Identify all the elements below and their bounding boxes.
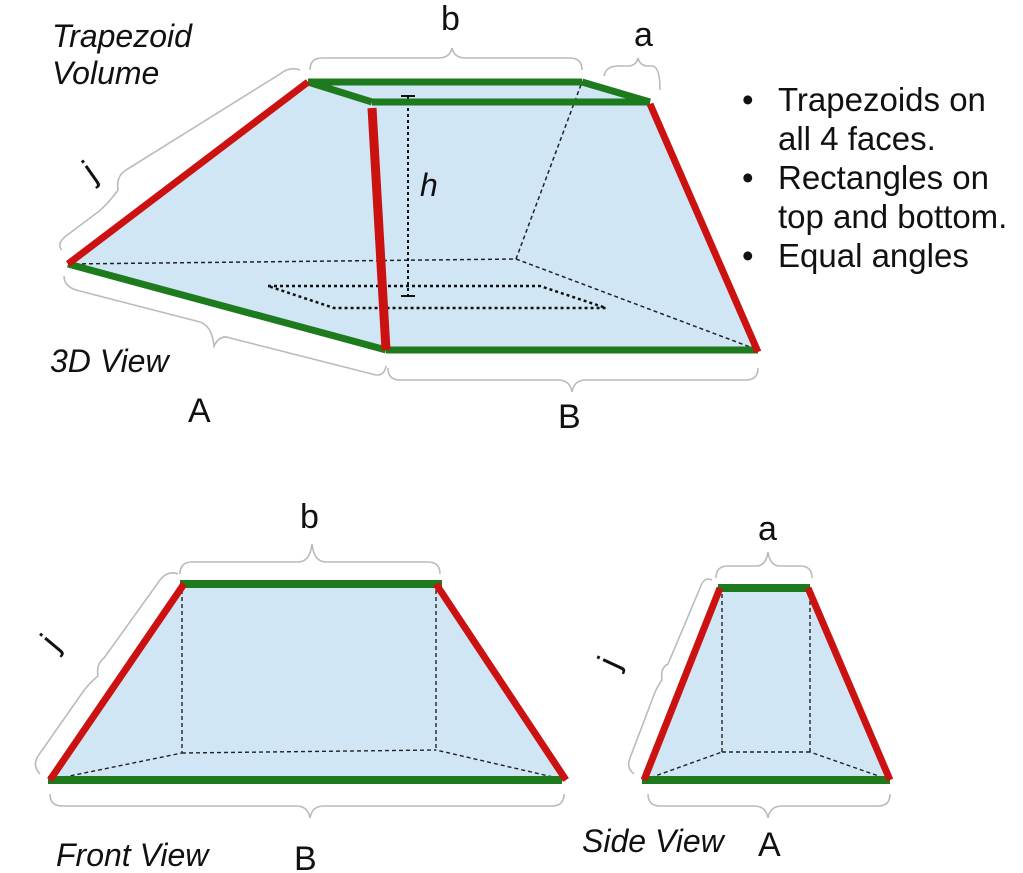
title-3d-line1: Trapezoid (52, 18, 193, 54)
bracket-b (309, 47, 583, 71)
3d-face-fill (68, 82, 758, 350)
label-a-3d: a (634, 16, 653, 54)
front-brackets (34, 543, 565, 819)
property-bullets: Trapezoids on all 4 faces. Rectangles on… (742, 80, 1007, 275)
label-a-side: a (758, 510, 777, 548)
bracket-front-j (34, 572, 179, 775)
bracket-front-B (49, 793, 565, 819)
label-j-3d: j (75, 154, 104, 190)
label-b-front: b (300, 498, 319, 536)
side-left-edge (640, 586, 724, 782)
front-right-edge (433, 582, 569, 782)
label-side-view: Side View (582, 823, 726, 859)
bracket-j (58, 67, 301, 251)
label-B-3d: B (558, 398, 581, 436)
bullet-line: Trapezoids on (778, 81, 986, 118)
front-face-fill (50, 584, 566, 780)
label-3d-view: 3D View (50, 343, 170, 379)
label-j-front: j (33, 627, 68, 658)
title-3d-line2: Volume (52, 55, 159, 91)
label-front-view: Front View (56, 837, 210, 873)
front-left-edge (47, 582, 187, 782)
label-A-side: A (758, 826, 781, 864)
view-3d: Trapezoid Volume b a j h 3D View A B (50, 0, 762, 436)
3d-hidden-edge (515, 81, 583, 260)
3d-projected-top (267, 284, 607, 310)
3d-hidden-edge (515, 258, 759, 351)
side-brackets (627, 551, 891, 819)
bracket-side-a (715, 551, 813, 579)
label-j-side: j (590, 651, 628, 675)
bracket-side-j (627, 578, 713, 775)
side-view: a j Side View A (582, 510, 894, 864)
bullet-item: Trapezoids on all 4 faces. (742, 80, 1007, 158)
bracket-B (387, 367, 759, 393)
front-view: b j Front View B (33, 498, 569, 873)
bullet-line: Equal angles (778, 237, 969, 274)
3d-lateral-edge-back-left (65, 79, 311, 267)
3d-bottom-left-edge (67, 260, 387, 354)
bracket-A (63, 275, 387, 376)
side-hidden-edges (643, 594, 891, 781)
label-B-front: B (294, 840, 317, 873)
bullet-line: Rectangles on (778, 159, 989, 196)
bullet-line: all 4 faces. (778, 120, 936, 157)
side-right-edge (804, 586, 894, 782)
bracket-side-A (647, 793, 891, 819)
3d-brackets (58, 47, 759, 393)
bracket-a (603, 57, 661, 91)
3d-top-left-edge (306, 78, 374, 106)
label-h: h (420, 167, 438, 203)
3d-lateral-edge-front-left (367, 107, 391, 351)
3d-hidden-edge (67, 258, 517, 265)
label-A-3d: A (188, 392, 211, 430)
bullet-line: top and bottom. (778, 198, 1008, 235)
bullet-item: Equal angles (742, 236, 1007, 275)
bullet-item: Rectangles on top and bottom. (742, 158, 1007, 236)
bracket-front-b (179, 543, 441, 575)
3d-lateral-edge-front-right (646, 102, 762, 354)
front-hidden-edges (49, 590, 567, 781)
label-b-3d: b (441, 0, 460, 38)
